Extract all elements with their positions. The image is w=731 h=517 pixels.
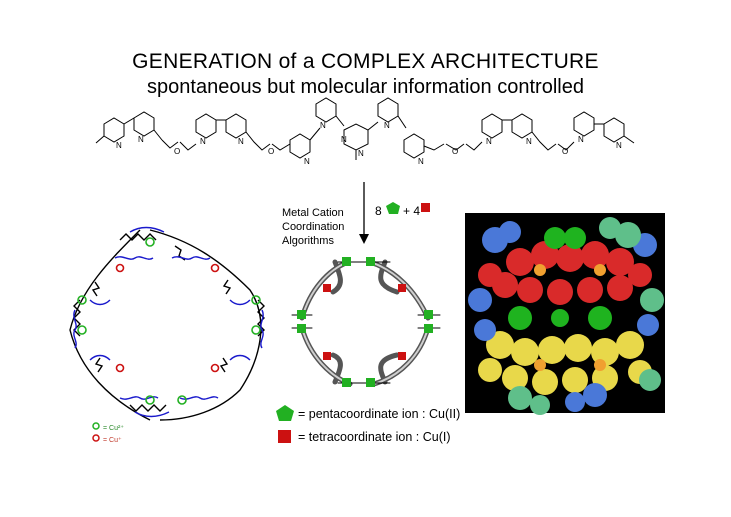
green-count: 8 [375,204,382,218]
diagram-subtitle: spontaneous but molecular information co… [147,76,584,98]
atom-label: N [200,137,206,146]
process-line: Coordination [282,221,345,233]
legend-tetra: = tetracoordinate ion : Cu(I) [298,430,451,444]
atom-label: N [116,141,122,150]
atom-label: N [418,157,424,166]
process-line: Metal Cation [282,207,344,219]
cu2-legend-marker [92,422,100,430]
atom-label: N [304,157,310,166]
red-square-icon [421,203,430,212]
atom-label: N [526,137,532,146]
red-count: + 4 [403,204,421,218]
atom-label: N [341,135,347,144]
atom-label: O [174,147,180,156]
atom-label: N [358,149,364,158]
atom-labels: N N O N N O N N N N N N O N N O N N [116,121,622,166]
process-line: Algorithms [282,235,334,247]
molecular-grid-structure [69,226,265,421]
atom-label: N [486,137,492,146]
atom-label: N [384,121,390,130]
atom-label: N [138,135,144,144]
atom-label: O [452,147,458,156]
cu2-label: = Cu²⁺ [103,425,125,432]
diagram-title: GENERATION of a COMPLEX ARCHITECTURE [132,50,599,73]
ligand-structure [95,97,635,160]
schematic-green-nodes [297,257,433,387]
atom-label: N [578,135,584,144]
cu1-legend-marker [92,434,100,442]
cu1-label: = Cu⁺ [103,437,122,444]
legend-penta: = pentacoordinate ion : Cu(II) [298,407,461,421]
schematic-red-nodes [323,284,406,360]
pentacoordinate-icon [276,405,294,421]
cu-ion-markers [77,237,261,405]
atom-label: N [616,141,622,150]
atom-label: N [238,137,244,146]
atom-label: O [562,147,568,156]
tetracoordinate-icon [278,430,291,443]
schematic-grid [291,259,441,387]
process-label: Metal Cation Coordination Algorithms [282,206,362,248]
atom-label: O [268,147,274,156]
atom-label: N [320,121,326,130]
process-arrow [359,182,369,244]
space-filling-model [465,213,665,415]
green-pentagon-icon [386,202,400,214]
